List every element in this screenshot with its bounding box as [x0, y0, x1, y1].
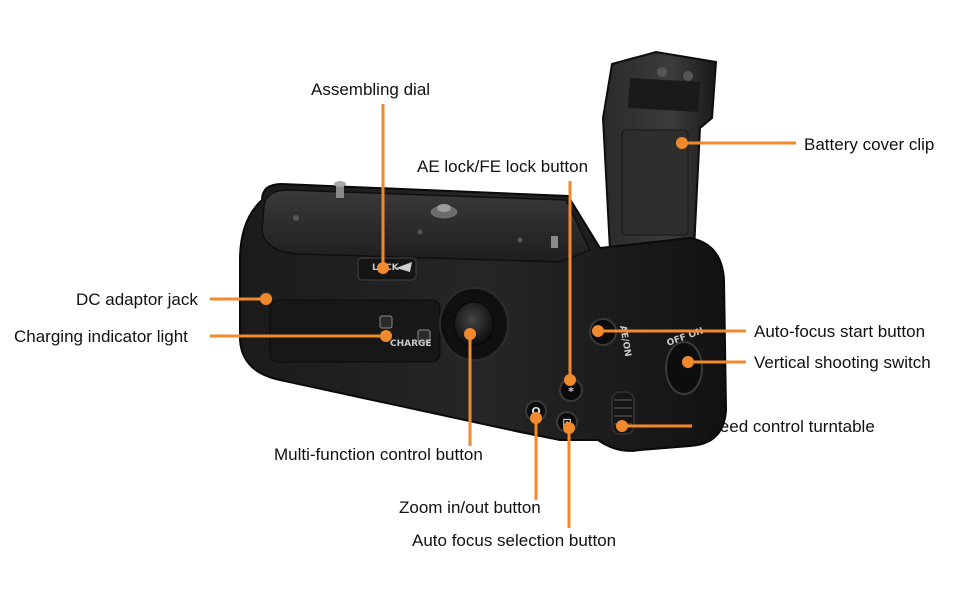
leader-dot-battery-cover-clip: [676, 137, 688, 149]
top-plate: [261, 189, 592, 263]
leader-dot-multi-function-control-button: [464, 328, 476, 340]
label-assembling-dial: Assembling dial: [311, 80, 430, 99]
leader-dot-vertical-shooting-switch: [682, 356, 694, 368]
label-zoom-in-out-button: Zoom in/out button: [399, 498, 541, 517]
leader-dot-zoom-in-out-button: [530, 412, 542, 424]
label-vertical-shooting-switch: Vertical shooting switch: [754, 353, 931, 372]
battery-grip-illustration: LOCK CHARGE AE/ON *: [239, 50, 728, 452]
leader-dot-auto-focus-selection-button: [563, 422, 575, 434]
label-battery-cover-clip: Battery cover clip: [804, 135, 934, 154]
label-auto-focus-selection-button: Auto focus selection button: [412, 531, 616, 550]
callout-labels: Assembling dial Battery cover clip AE lo…: [14, 80, 934, 550]
label-ae-lock-fe-lock-button: AE lock/FE lock button: [417, 157, 588, 176]
callout-leaders: [210, 104, 796, 528]
leader-dot-ae-lock-fe-lock-button: [564, 374, 576, 386]
leader-dot-assembling-dial: [377, 262, 389, 274]
leader-dot-speed-control-turntable: [616, 420, 628, 432]
star-glyph: *: [568, 385, 574, 398]
label-dc-adaptor-jack: DC adaptor jack: [76, 290, 198, 309]
label-speed-control-turntable: Speed control turntable: [699, 417, 875, 436]
label-charging-indicator-light: Charging indicator light: [14, 327, 188, 346]
leader-dot-auto-focus-start-button: [592, 325, 604, 337]
label-multi-function-control-button: Multi-function control button: [274, 445, 483, 464]
leader-dot-dc-adaptor-jack: [260, 293, 272, 305]
charge-engraving: CHARGE: [390, 339, 432, 349]
label-auto-focus-start-button: Auto-focus start button: [754, 322, 925, 341]
leader-dot-charging-indicator-light: [380, 330, 392, 342]
multi-function-joystick: [439, 287, 509, 361]
charge-indicator-area: CHARGE: [379, 315, 432, 349]
zoom-glyph: Q: [531, 405, 540, 418]
